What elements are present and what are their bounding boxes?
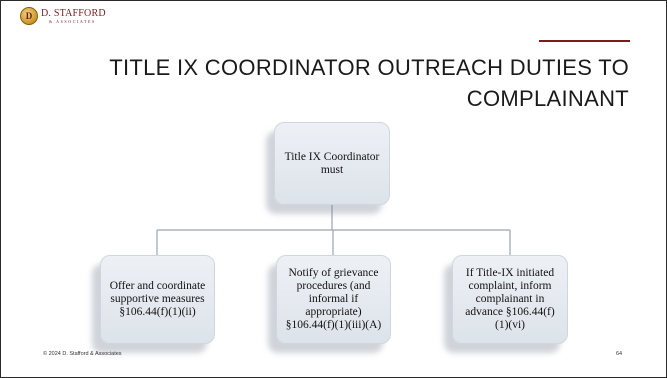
diagram-node-grievance-procedures: Notify of grievance procedures (and info… xyxy=(276,255,391,344)
logo-seal-icon: D xyxy=(20,7,38,25)
diagram-node-title-ix-initiated: If Title-IX initiated complaint, inform … xyxy=(452,255,568,344)
diagram-node-root: Title IX Coordinator must xyxy=(274,122,390,205)
logo-name: D. STAFFORD xyxy=(41,7,106,19)
company-logo: D D. STAFFORD & ASSOCIATES xyxy=(20,4,106,28)
root-node-label: Title IX Coordinator must xyxy=(284,150,380,176)
logo-wordmark: D. STAFFORD & ASSOCIATES xyxy=(41,7,106,24)
footer-copyright: © 2024 D. Stafford & Associates xyxy=(43,351,122,357)
logo-subtitle: & ASSOCIATES xyxy=(49,18,96,24)
diagram-node-supportive-measures: Offer and coordinate supportive measures… xyxy=(100,255,215,344)
slide-title: TITLE IX COORDINATOR OUTREACH DUTIES TO … xyxy=(109,55,629,111)
child-node-label: Notify of grievance procedures (and info… xyxy=(285,267,382,331)
title-accent-line xyxy=(539,40,630,42)
child-node-label: Offer and coordinate supportive measures… xyxy=(109,280,206,318)
child-node-label: If Title-IX initiated complaint, inform … xyxy=(465,267,555,331)
page-number: 64 xyxy=(616,351,623,357)
